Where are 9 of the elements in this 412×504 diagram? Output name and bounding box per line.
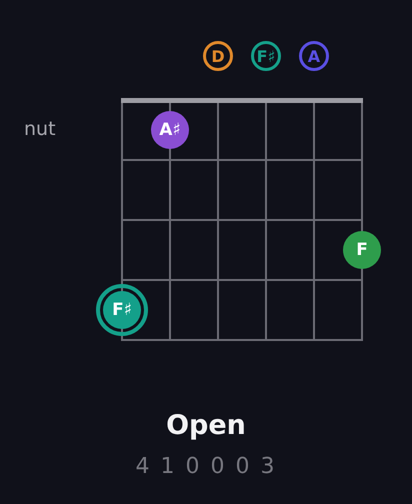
nut-label: nut [24, 118, 56, 140]
open-string-marker: F♯ [251, 41, 281, 71]
open-string-marker: A [299, 41, 329, 71]
fingering-numbers: 4 1 0 0 0 3 [136, 454, 276, 479]
note-dot: A♯ [151, 111, 189, 149]
root-note-dot: F♯ [96, 284, 148, 336]
open-string-marker: D [203, 41, 233, 71]
note-dot: F [343, 231, 381, 269]
chord-name: Open [166, 410, 246, 441]
